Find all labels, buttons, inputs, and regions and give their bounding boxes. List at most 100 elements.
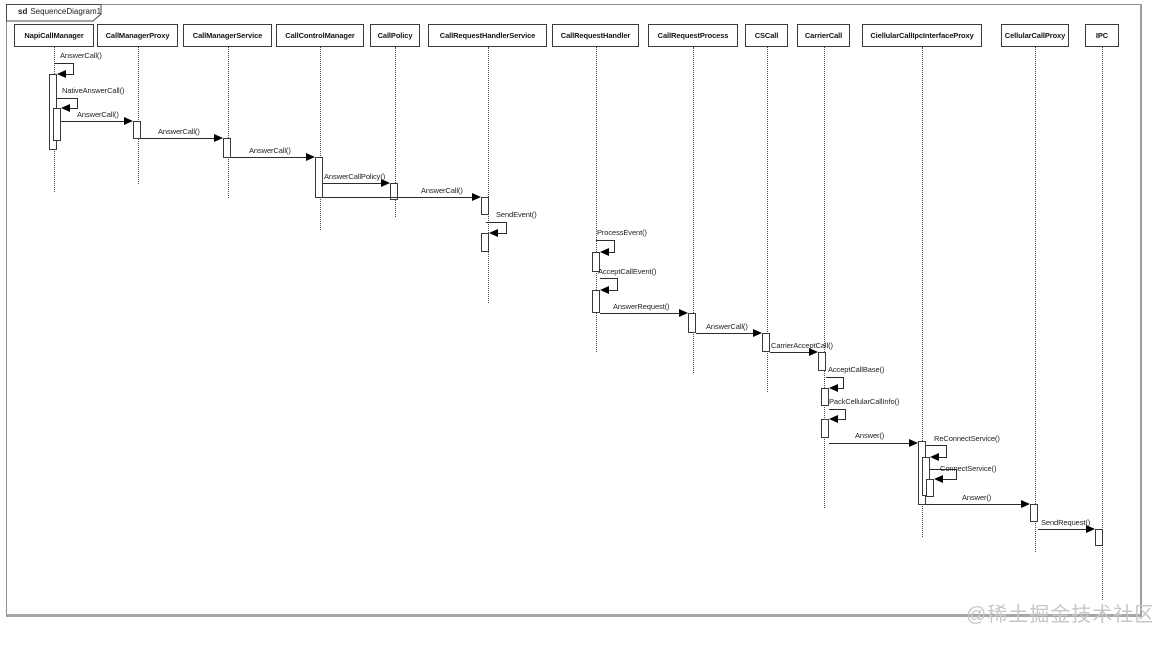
- message-line: [141, 138, 215, 139]
- lifeline-carrier-call: [823, 47, 825, 508]
- self-message-out-line: [826, 377, 843, 378]
- arrowhead-right-icon: [909, 439, 918, 447]
- arrowhead-left-icon: [829, 384, 838, 392]
- activation-bar: [821, 419, 829, 438]
- message-label: AcceptCallEvent(): [598, 267, 657, 276]
- message-label: ProcessEvent(): [597, 228, 647, 237]
- participant-call-manager-service: CallManagerService: [183, 24, 272, 47]
- participant-cellular-call-proxy: CellularCallProxy: [1001, 24, 1069, 47]
- arrowhead-right-icon: [753, 329, 762, 337]
- activation-bar: [592, 290, 600, 313]
- arrowhead-left-icon: [61, 104, 70, 112]
- message-line: [1038, 529, 1087, 530]
- self-message-back-line: [608, 290, 617, 291]
- lifeline-call-manager-proxy: [137, 47, 139, 184]
- arrowhead-right-icon: [124, 117, 133, 125]
- self-message-out-line: [54, 63, 73, 64]
- message-label: ReConnectService(): [934, 434, 1000, 443]
- participant-call-request-process: CallRequestProcess: [648, 24, 738, 47]
- arrowhead-right-icon: [472, 193, 481, 201]
- activation-bar: [1095, 529, 1103, 546]
- self-message-down-line: [614, 240, 615, 253]
- diagram-frame: [6, 4, 1142, 617]
- arrowhead-left-icon: [829, 415, 838, 423]
- activation-bar: [688, 313, 696, 333]
- self-message-out-line: [930, 469, 956, 470]
- activation-bar: [818, 352, 826, 371]
- message-line: [600, 313, 680, 314]
- message-line: [770, 352, 810, 353]
- self-message-back-line: [608, 252, 614, 253]
- message-line: [829, 443, 910, 444]
- self-message-out-line: [600, 278, 617, 279]
- message-label: Answer(): [855, 431, 885, 440]
- activation-bar: [223, 138, 231, 158]
- participant-call-request-handler-service: CallRequestHandlerService: [428, 24, 547, 47]
- self-message-back-line: [837, 388, 843, 389]
- activation-bar: [315, 157, 323, 198]
- lifeline-cellular-call-proxy: [1035, 47, 1036, 552]
- message-line: [323, 183, 382, 184]
- lifeline-call-control-manager: [320, 47, 321, 230]
- title-tab-title: SequenceDiagram1: [30, 7, 102, 16]
- self-message-down-line: [617, 278, 618, 291]
- arrowhead-right-icon: [214, 134, 223, 142]
- self-message-down-line: [77, 98, 78, 109]
- message-line: [231, 157, 307, 158]
- lifeline-ipc: [1102, 47, 1103, 600]
- lifeline-call-request-handler-service: [487, 47, 489, 303]
- arrowhead-left-icon: [934, 475, 943, 483]
- arrowhead-left-icon: [930, 453, 939, 461]
- participant-carrier-call: CarrierCall: [797, 24, 850, 47]
- message-label: AnswerCall(): [421, 186, 463, 195]
- arrowhead-left-icon: [489, 229, 498, 237]
- self-message-back-line: [65, 74, 73, 75]
- message-label: ConnectService(): [940, 464, 997, 473]
- arrowhead-left-icon: [600, 286, 609, 294]
- lifeline-call-policy: [395, 47, 396, 217]
- activation-bar: [592, 252, 600, 272]
- message-label: NativeAnswerCall(): [62, 86, 125, 95]
- self-message-down-line: [73, 63, 74, 75]
- message-label: Answer(): [962, 493, 992, 502]
- activation-bar: [53, 108, 61, 141]
- activation-bar: [926, 479, 934, 497]
- arrowhead-right-icon: [1086, 525, 1095, 533]
- lifeline-call-manager-service: [227, 47, 229, 198]
- arrowhead-right-icon: [809, 348, 818, 356]
- self-message-out-line: [596, 240, 614, 241]
- arrowhead-right-icon: [306, 153, 315, 161]
- arrowhead-right-icon: [1021, 500, 1030, 508]
- self-message-back-line: [938, 457, 946, 458]
- participant-call-request-handler: CallRequestHandler: [552, 24, 639, 47]
- watermark-text: @稀土掘金技术社区: [966, 604, 1152, 626]
- activation-bar: [481, 197, 489, 215]
- self-message-down-line: [506, 222, 507, 234]
- lifeline-cellular-call-ipc-interface-proxy: [922, 47, 923, 537]
- message-label: AcceptCallBase(): [828, 365, 885, 374]
- self-message-back-line: [497, 233, 506, 234]
- message-label: AnswerCallPolicy(): [324, 172, 386, 181]
- lifeline-call-request-process: [693, 47, 694, 373]
- title-tab-keyword: sd: [18, 7, 28, 16]
- self-message-out-line: [926, 445, 946, 446]
- activation-bar: [133, 121, 141, 139]
- participant-call-control-manager: CallControlManager: [276, 24, 364, 47]
- participant-cellular-call-ipc-interface-proxy: CiellularCallIpcInterfaceProxy: [862, 24, 982, 47]
- activation-bar: [821, 388, 829, 406]
- lifeline-call-request-handler: [595, 47, 597, 352]
- self-message-back-line: [942, 479, 956, 480]
- self-message-back-line: [69, 108, 77, 109]
- participant-call-policy: CallPolicy: [370, 24, 420, 47]
- activation-bar: [1030, 504, 1038, 522]
- self-message-down-line: [845, 409, 846, 420]
- message-line: [926, 504, 1022, 505]
- activation-bar: [762, 333, 770, 352]
- arrowhead-right-icon: [679, 309, 688, 317]
- message-line: [696, 333, 754, 334]
- message-label: CarrierAcceptCall(): [771, 341, 833, 350]
- message-label: SendEvent(): [496, 210, 537, 219]
